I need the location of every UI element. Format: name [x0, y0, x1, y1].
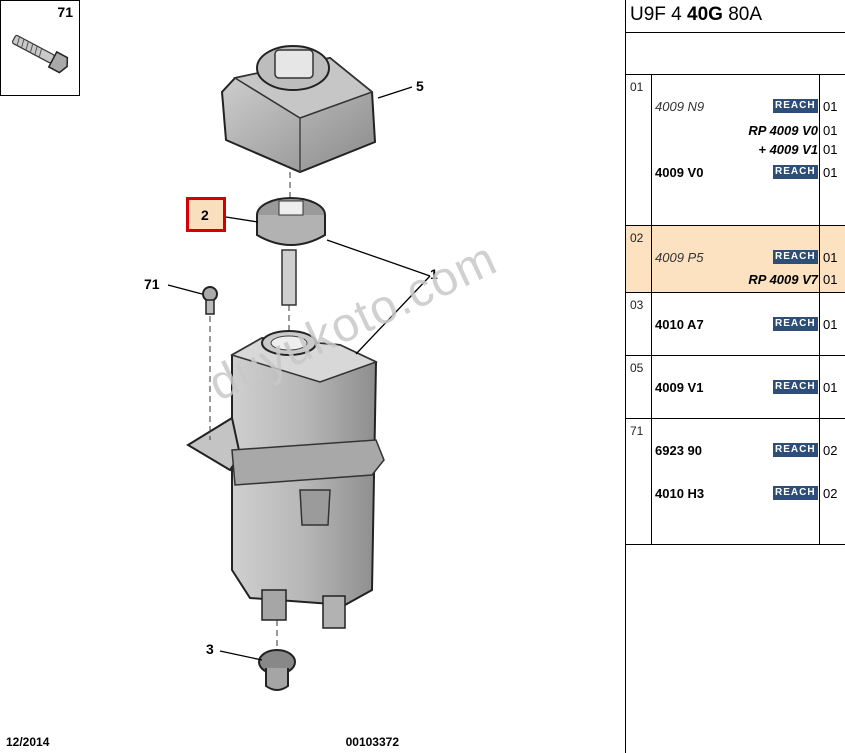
reservoir-tank-part-1[interactable] — [186, 330, 385, 629]
part-ref[interactable]: + 4009 V1 — [758, 142, 818, 157]
row-code: 71 — [630, 424, 644, 438]
part-item[interactable]: + 4009 V1 01 — [626, 142, 845, 160]
filter-part-2[interactable] — [256, 197, 326, 306]
panel-title: U9F 4 40G 80A — [626, 0, 845, 33]
part-qty: 01 — [823, 99, 838, 114]
reach-badge: REACH — [773, 165, 818, 179]
part-qty: 01 — [823, 165, 838, 180]
bolt-part-71[interactable] — [202, 286, 218, 315]
parts-rows: 01 4009 N9 REACH 01 RP 4009 V0 01 + 4009… — [626, 74, 845, 545]
divider — [651, 226, 652, 292]
part-ref[interactable]: 6923 90 — [655, 443, 702, 458]
divider — [651, 419, 652, 544]
callout-1[interactable]: 1 — [430, 266, 438, 282]
divider — [819, 419, 820, 544]
title-bold: 40G — [687, 4, 723, 25]
assembly-lines — [209, 172, 291, 650]
bolt-icon — [11, 34, 69, 74]
rows-bottom-border — [626, 544, 845, 545]
thumbnail-number: 71 — [57, 4, 73, 20]
title-suffix: 80A — [722, 4, 763, 25]
part-qty: 01 — [823, 272, 838, 287]
reservoir-cap-part-5[interactable] — [220, 45, 377, 174]
part-ref[interactable]: 4009 N9 — [655, 99, 705, 114]
part-item[interactable]: 4009 V0 REACH 01 — [626, 165, 845, 183]
footer-reference: 00103372 — [345, 735, 399, 749]
part-item[interactable]: 4009 N9 REACH 01 — [626, 99, 845, 117]
part-qty: 02 — [823, 443, 838, 458]
reach-badge: REACH — [773, 99, 818, 113]
grommet-part-3[interactable] — [258, 649, 296, 691]
title-prefix: U9F 4 — [630, 4, 688, 25]
divider — [819, 356, 820, 418]
part-item[interactable]: 4010 H3 REACH 02 — [626, 486, 845, 504]
reach-badge: REACH — [773, 250, 818, 264]
part-item[interactable]: RP 4009 V7 01 — [626, 272, 845, 290]
leader-lines — [167, 86, 431, 661]
part-ref[interactable]: RP 4009 V0 — [748, 123, 818, 138]
reach-badge: REACH — [773, 317, 818, 331]
divider — [651, 293, 652, 355]
callout-3[interactable]: 3 — [206, 641, 214, 657]
divider — [651, 75, 652, 225]
part-qty: 01 — [823, 250, 838, 265]
part-row-01[interactable]: 01 4009 N9 REACH 01 RP 4009 V0 01 + 4009… — [626, 74, 845, 225]
row-code: 02 — [630, 231, 644, 245]
row-code: 03 — [630, 298, 644, 312]
parts-diagram: 5 1 71 3 2 71 duyukoto.com 12/2014 00103… — [0, 0, 505, 749]
part-item[interactable]: 4010 A7 REACH 01 — [626, 317, 845, 335]
part-ref[interactable]: 4009 V0 — [655, 165, 704, 180]
part-ref[interactable]: 4010 A7 — [655, 317, 704, 332]
selected-callout-2[interactable]: 2 — [186, 197, 226, 232]
part-item[interactable]: 4009 P5 REACH 01 — [626, 250, 845, 268]
part-qty: 01 — [823, 142, 838, 157]
row-code: 05 — [630, 361, 644, 375]
parts-list-panel: U9F 4 40G 80A 01 4009 N9 REACH 01 RP 400… — [625, 0, 845, 753]
diagram-drawing — [167, 45, 431, 691]
part-ref[interactable]: 4009 V1 — [655, 380, 704, 395]
reach-badge: REACH — [773, 486, 818, 500]
part-qty: 01 — [823, 317, 838, 332]
part-ref[interactable]: 4010 H3 — [655, 486, 705, 501]
row-code: 01 — [630, 80, 644, 94]
part-qty: 02 — [823, 486, 838, 501]
part-row-02[interactable]: 02 4009 P5 REACH 01 RP 4009 V7 01 — [626, 225, 845, 292]
divider — [819, 75, 820, 225]
part-ref[interactable]: 4009 P5 — [655, 250, 704, 265]
part-row-05[interactable]: 05 4009 V1 REACH 01 — [626, 355, 845, 418]
part-item[interactable]: 6923 90 REACH 02 — [626, 443, 845, 461]
divider — [819, 226, 820, 292]
part-row-03[interactable]: 03 4010 A7 REACH 01 — [626, 292, 845, 355]
reach-badge: REACH — [773, 443, 818, 457]
callout-5[interactable]: 5 — [416, 78, 424, 94]
callout-71[interactable]: 71 — [144, 276, 160, 292]
footer-date: 12/2014 — [6, 735, 50, 749]
reach-badge: REACH — [773, 380, 818, 394]
part-row-71[interactable]: 71 6923 90 REACH 02 4010 H3 REACH 02 — [626, 418, 845, 544]
part-item[interactable]: RP 4009 V0 01 — [626, 123, 845, 141]
bolt-thumbnail[interactable]: 71 — [0, 0, 80, 96]
part-item[interactable]: 4009 V1 REACH 01 — [626, 380, 845, 398]
divider — [651, 356, 652, 418]
part-ref[interactable]: RP 4009 V7 — [748, 272, 818, 287]
part-qty: 01 — [823, 380, 838, 395]
callout-2-label: 2 — [201, 207, 209, 223]
part-qty: 01 — [823, 123, 838, 138]
divider — [819, 293, 820, 355]
